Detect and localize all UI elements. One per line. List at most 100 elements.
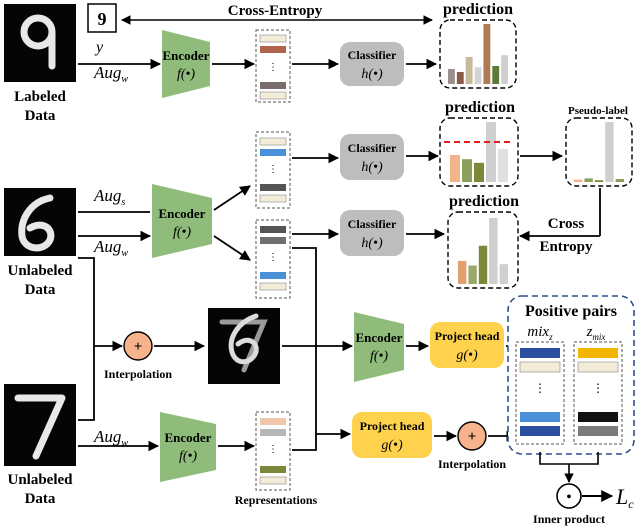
line-rep4-to-head-2 bbox=[292, 434, 317, 451]
prediction-2-bar bbox=[450, 155, 460, 182]
project-head-1-fn: g(•) bbox=[456, 348, 478, 363]
arrow-encoder-2-up bbox=[213, 185, 251, 211]
prediction-1-bar bbox=[474, 67, 482, 84]
interpolation-1-label: Interpolation bbox=[104, 367, 172, 381]
encoder-1-label: Encoder bbox=[163, 48, 210, 63]
pseudo-label-bar bbox=[574, 179, 583, 182]
unlabeled-data-label-3: Unlabeled bbox=[7, 472, 73, 488]
encoder-4 bbox=[160, 412, 216, 482]
prediction-2-bar bbox=[474, 162, 484, 182]
svg-text:⋮: ⋮ bbox=[268, 164, 278, 175]
project-head-1 bbox=[430, 322, 504, 368]
unlabeled-data-label-2: Data bbox=[25, 282, 56, 298]
prediction-1-bar bbox=[465, 57, 473, 84]
svg-text:⋮: ⋮ bbox=[268, 444, 278, 455]
positive-pairs-title: Positive pairs bbox=[525, 303, 617, 320]
prediction-1-bar bbox=[501, 55, 508, 84]
pseudo-label-box bbox=[565, 117, 633, 187]
encoder-2-label: Encoder bbox=[159, 206, 206, 221]
z-mix-representation: ⋮ bbox=[573, 341, 623, 445]
cross-entropy-2-label-2: Entropy bbox=[539, 239, 593, 255]
line-rep3-to-head-2 bbox=[292, 247, 352, 440]
pseudo-label-bar bbox=[584, 178, 593, 182]
pseudo-label-bars bbox=[574, 122, 624, 182]
project-head-2-label: Project head bbox=[360, 419, 425, 433]
prediction-1-bar bbox=[456, 72, 464, 84]
interpolation-2-plus: + bbox=[468, 429, 477, 445]
encoder-1-fn: f(•) bbox=[177, 67, 195, 82]
classifier-1-label: Classifier bbox=[348, 48, 397, 62]
classifier-2 bbox=[340, 134, 404, 180]
encoder-2-fn: f(•) bbox=[173, 225, 191, 240]
inner-product-label: Inner product bbox=[533, 512, 605, 526]
project-head-1-label: Project head bbox=[435, 329, 500, 343]
representation-1: ⋮ bbox=[255, 29, 291, 103]
prediction-2-bars bbox=[450, 122, 508, 182]
representation-3: ⋮ bbox=[255, 219, 291, 299]
svg-text:⋮: ⋮ bbox=[268, 252, 278, 263]
prediction-1-title: prediction bbox=[443, 1, 513, 18]
classifier-3-fn: h(•) bbox=[361, 236, 383, 251]
prediction-1-bar bbox=[448, 69, 455, 84]
digit-9-image bbox=[4, 4, 76, 82]
pseudo-label-bar bbox=[605, 122, 614, 182]
prediction-1-bar bbox=[492, 66, 500, 84]
digit-6-image bbox=[4, 188, 76, 256]
encoder-3-fn: f(•) bbox=[370, 349, 388, 364]
cross-entropy-2-label-1: Cross bbox=[548, 216, 585, 232]
classifier-2-fn: h(•) bbox=[361, 160, 383, 175]
encoder-1 bbox=[162, 30, 210, 98]
pseudo-label-title: Pseudo-label bbox=[568, 105, 628, 117]
pseudo-label-bar bbox=[594, 180, 604, 182]
prediction-2-bar bbox=[498, 149, 508, 182]
y-label: y bbox=[94, 39, 104, 56]
interpolation-2-label: Interpolation bbox=[438, 457, 506, 471]
prediction-3-bar bbox=[499, 264, 508, 284]
project-head-2-fn: g(•) bbox=[381, 438, 403, 453]
prediction-1-bar bbox=[483, 24, 491, 84]
classifier-2-label: Classifier bbox=[348, 141, 397, 155]
encoder-4-fn: f(•) bbox=[179, 449, 197, 464]
pseudo-label-bar bbox=[615, 179, 624, 182]
z-mix-label: zmix bbox=[586, 324, 606, 342]
inner-product-node bbox=[556, 483, 582, 509]
representation-4: ⋮ bbox=[255, 411, 291, 491]
aug-w-label-top: Augw bbox=[93, 63, 128, 85]
interpolation-2-node bbox=[457, 421, 487, 451]
representation-2: ⋮ bbox=[255, 131, 291, 209]
prediction-3-bar bbox=[489, 218, 498, 284]
prediction-3-bar bbox=[468, 265, 477, 284]
line-6-to-interpolation bbox=[78, 257, 124, 352]
label-box bbox=[87, 3, 117, 33]
classifier-3-label: Classifier bbox=[348, 217, 397, 231]
representations-label: Representations bbox=[235, 493, 318, 507]
mix-label: mixz bbox=[527, 324, 553, 342]
label-box-value: 9 bbox=[98, 9, 107, 29]
prediction-3-bar bbox=[478, 245, 488, 284]
aug-s-label: Augs bbox=[93, 186, 125, 208]
classifier-1-fn: h(•) bbox=[361, 67, 383, 82]
encoder-4-label: Encoder bbox=[165, 430, 212, 445]
labeled-data-label-2: Data bbox=[25, 108, 56, 124]
svg-text:⋮: ⋮ bbox=[592, 381, 604, 395]
prediction-1-bars bbox=[448, 24, 508, 84]
interpolation-1-plus: + bbox=[134, 339, 143, 355]
prediction-2-bar bbox=[486, 122, 496, 182]
encoder-3 bbox=[354, 312, 404, 382]
digit-mix-image bbox=[208, 308, 280, 384]
inner-product-dot: • bbox=[567, 490, 572, 505]
classifier-1 bbox=[340, 42, 404, 86]
line-7-to-interpolation bbox=[78, 346, 95, 421]
prediction-2-bar bbox=[462, 159, 472, 182]
encoder-2 bbox=[152, 184, 212, 258]
unlabeled-data-label-1: Unlabeled bbox=[7, 263, 73, 279]
classifier-3 bbox=[340, 210, 404, 256]
interpolation-1-node bbox=[123, 331, 153, 361]
digit-7-image bbox=[4, 384, 76, 466]
project-head-2 bbox=[352, 412, 432, 458]
encoder-3-label: Encoder bbox=[356, 330, 403, 345]
cross-entropy-label: Cross-Entropy bbox=[228, 3, 323, 19]
mix-representation: ⋮ bbox=[515, 341, 565, 445]
aug-w-label-bottom: Augw bbox=[93, 427, 128, 449]
